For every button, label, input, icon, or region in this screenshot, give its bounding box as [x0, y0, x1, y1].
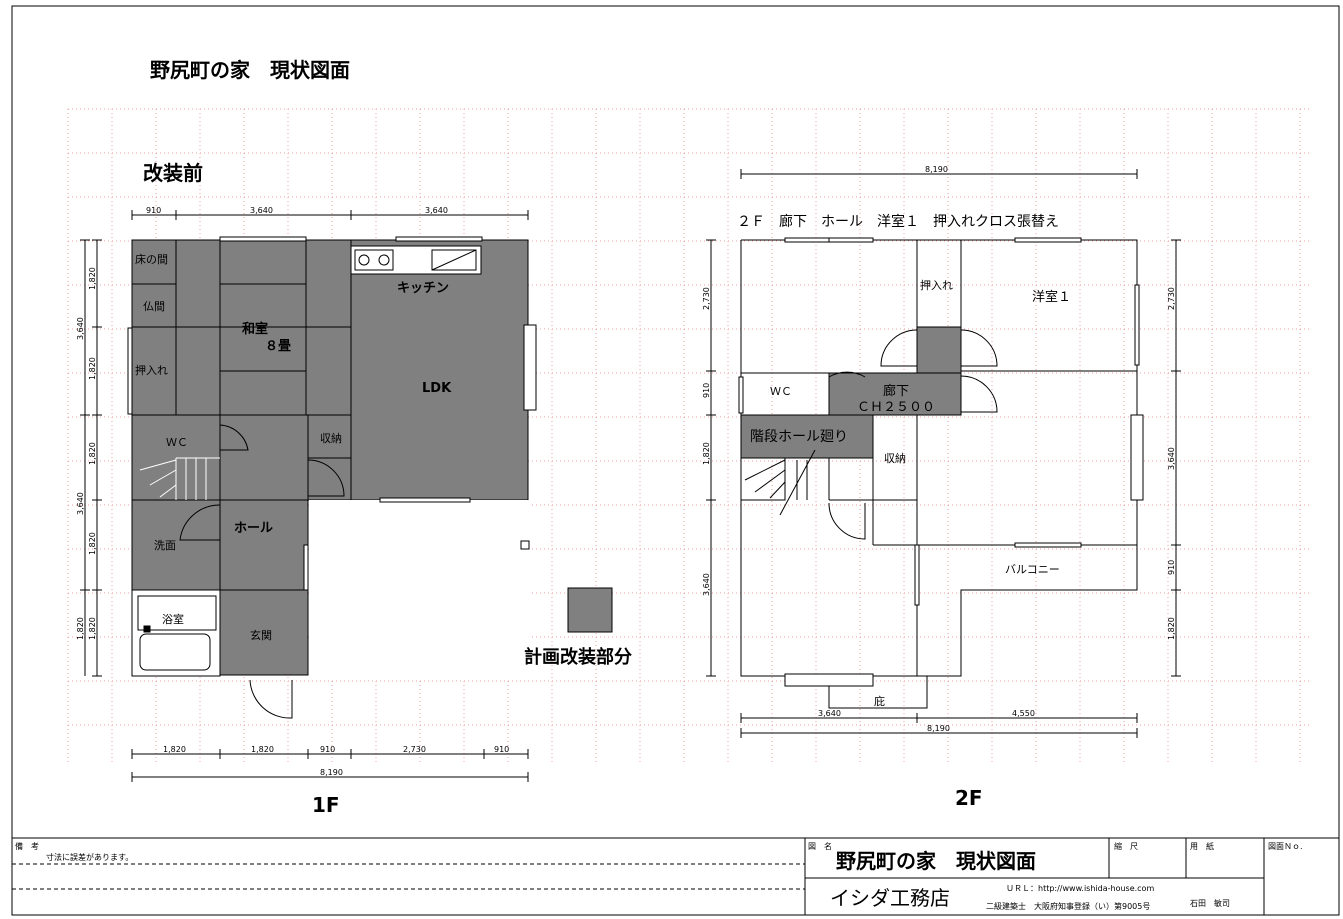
- architect-license: 二級建築士 大阪府知事登録（い）第9005号: [986, 901, 1150, 911]
- floor1-bottom-dims: [131, 749, 529, 782]
- room-butsuma: 仏間: [143, 300, 165, 313]
- company-name: イシダ工務店: [830, 886, 950, 910]
- floor1-left-dim-5: 1,820: [88, 617, 97, 640]
- floor1-total-dim: 8,190: [320, 768, 343, 777]
- floor1-bottom-dim-5: 910: [494, 745, 509, 754]
- room-kitchen: キッチン: [397, 281, 449, 296]
- floor2-total-dim: 8,190: [927, 724, 950, 733]
- floor2-doors: [828, 329, 998, 540]
- floor1-left-dim-4: 1,820: [88, 532, 97, 555]
- floor2-top-dim: 8,190: [925, 165, 948, 174]
- room-hall: ホール: [234, 521, 273, 536]
- room-ldk: LDK: [422, 381, 452, 396]
- floor1-bottom-dim-1: 1,820: [163, 745, 186, 754]
- kitchen-counter-icon: [350, 245, 482, 275]
- legend-label: 計画改装部分: [524, 646, 632, 668]
- floor1-top-dim-3: 3,640: [425, 206, 448, 215]
- room-washitsu: 和室: [242, 321, 268, 337]
- before-label: 改装前: [143, 161, 203, 185]
- legend-marker: [520, 540, 530, 550]
- room-hisashi: 庇: [874, 694, 885, 708]
- room-rouka: 廊下: [883, 383, 909, 399]
- floor2-label: 2F: [955, 786, 983, 810]
- grid: [67, 108, 1310, 764]
- floor2-right-dim-1: 2,730: [1167, 287, 1176, 310]
- remarks-text: 寸法に誤差があります。: [46, 852, 133, 862]
- company-url: ＵＲＬ：http://www.ishida-house.com: [1006, 884, 1154, 893]
- room-shuno-1f: 収納: [320, 432, 342, 445]
- floor1-left-outer-dim-3: 1,820: [76, 617, 85, 640]
- room-youshitsu: 洋室１: [1032, 289, 1071, 305]
- floor2-left-dim-2: 910: [702, 383, 711, 398]
- floor1-bottom-dim-4: 2,730: [403, 745, 426, 754]
- floor1-label: 1F: [312, 793, 340, 817]
- floor2-note: ２Ｆ 廊下 ホール 洋室１ 押入れクロス張替え: [737, 213, 1059, 230]
- floor1-left-outer-dim-1: 3,640: [76, 317, 85, 340]
- floor1-left-dim-2: 1,820: [88, 357, 97, 380]
- room-oshiire-1f: 押入れ: [135, 363, 168, 377]
- floor2-plan: 8,190 ２Ｆ 廊下 ホール 洋室１ 押入れクロス張替え: [702, 165, 1181, 810]
- floor1-exterior-notch: [309, 500, 529, 680]
- floor2-left-dim-4: 3,640: [702, 573, 711, 596]
- floor2-top-dim: [740, 169, 1138, 179]
- room-senmen: 洗面: [154, 539, 176, 552]
- room-ceiling-height: ＣＨ２５００: [857, 400, 935, 415]
- floor2-left-dim-1: 2,730: [702, 287, 711, 310]
- floor2-stairs: [741, 449, 816, 516]
- floor2-left-dim-3: 1,820: [702, 442, 711, 465]
- floor2-right-dim-2: 3,640: [1167, 447, 1176, 470]
- floor2-windows: [738, 237, 1144, 687]
- title-block: 備 考 寸法に誤差があります。 図 名 野尻町の家 現状図面 縮 尺 用 紙 図…: [12, 837, 1339, 915]
- room-wc-1f: ＷＣ: [166, 436, 188, 449]
- floor1-left-dim-3: 1,820: [88, 442, 97, 465]
- floor2-walls: [740, 239, 1138, 709]
- room-genkan: 玄関: [250, 628, 272, 642]
- architect-name: 石田 敏司: [1190, 898, 1230, 908]
- scale-label: 縮 尺: [1114, 841, 1138, 851]
- floor2-right-dims: [1171, 239, 1181, 677]
- floor1-top-dim-2: 3,640: [250, 206, 273, 215]
- floor1-left-outer-dim-2: 3,640: [76, 492, 85, 515]
- drawing-name-label: 図 名: [808, 841, 832, 851]
- floor1-plan: 910 3,640 3,640: [76, 206, 537, 817]
- room-washitsu-size: ８畳: [265, 339, 291, 354]
- paper-label: 用 紙: [1190, 841, 1214, 851]
- sheet-border: [11, 5, 1340, 916]
- drawing-name: 野尻町の家 現状図面: [836, 849, 1036, 873]
- room-tokonoma: 床の間: [135, 252, 168, 266]
- floor1-doors: [179, 424, 345, 719]
- room-balcony: バルコニー: [1005, 563, 1060, 576]
- floor2-renovation-area: [740, 326, 962, 459]
- floor1-top-dim-1: 910: [146, 206, 161, 215]
- floor1-stairs: [139, 457, 220, 500]
- room-oshiire-2f: 押入れ: [920, 278, 953, 292]
- floor1-bottom-dim-2: 1,820: [251, 745, 274, 754]
- floor2-bottom-dim-1: 3,640: [818, 709, 841, 718]
- bathroom: [131, 589, 221, 677]
- floor1-windows: [127, 236, 537, 591]
- drawing-no-label: 図面Ｎｏ.: [1268, 842, 1303, 851]
- floor2-bottom-dim-2: 4,550: [1012, 709, 1035, 718]
- room-shuno-2f: 収納: [884, 452, 906, 465]
- room-wc-2f: ＷＣ: [770, 385, 792, 398]
- floor1-bottom-dim-3: 910: [320, 745, 335, 754]
- floor1-left-dims: [80, 239, 102, 677]
- floor2-right-dim-3: 910: [1167, 560, 1176, 575]
- sheet-title: 野尻町の家 現状図面: [150, 58, 350, 82]
- floor1-left-dim-1: 1,820: [88, 267, 97, 290]
- room-stair-hall: 階段ホール廻り: [750, 429, 848, 445]
- floor2-left-dims: [706, 239, 716, 677]
- legend-swatch: [567, 587, 613, 633]
- floor2-bottom-dims: [740, 713, 1138, 738]
- floor1-top-dim: [131, 210, 529, 220]
- floor2-right-dim-4: 1,820: [1167, 617, 1176, 640]
- remarks-label: 備 考: [15, 841, 39, 851]
- room-yokushitsu: 浴室: [162, 612, 184, 626]
